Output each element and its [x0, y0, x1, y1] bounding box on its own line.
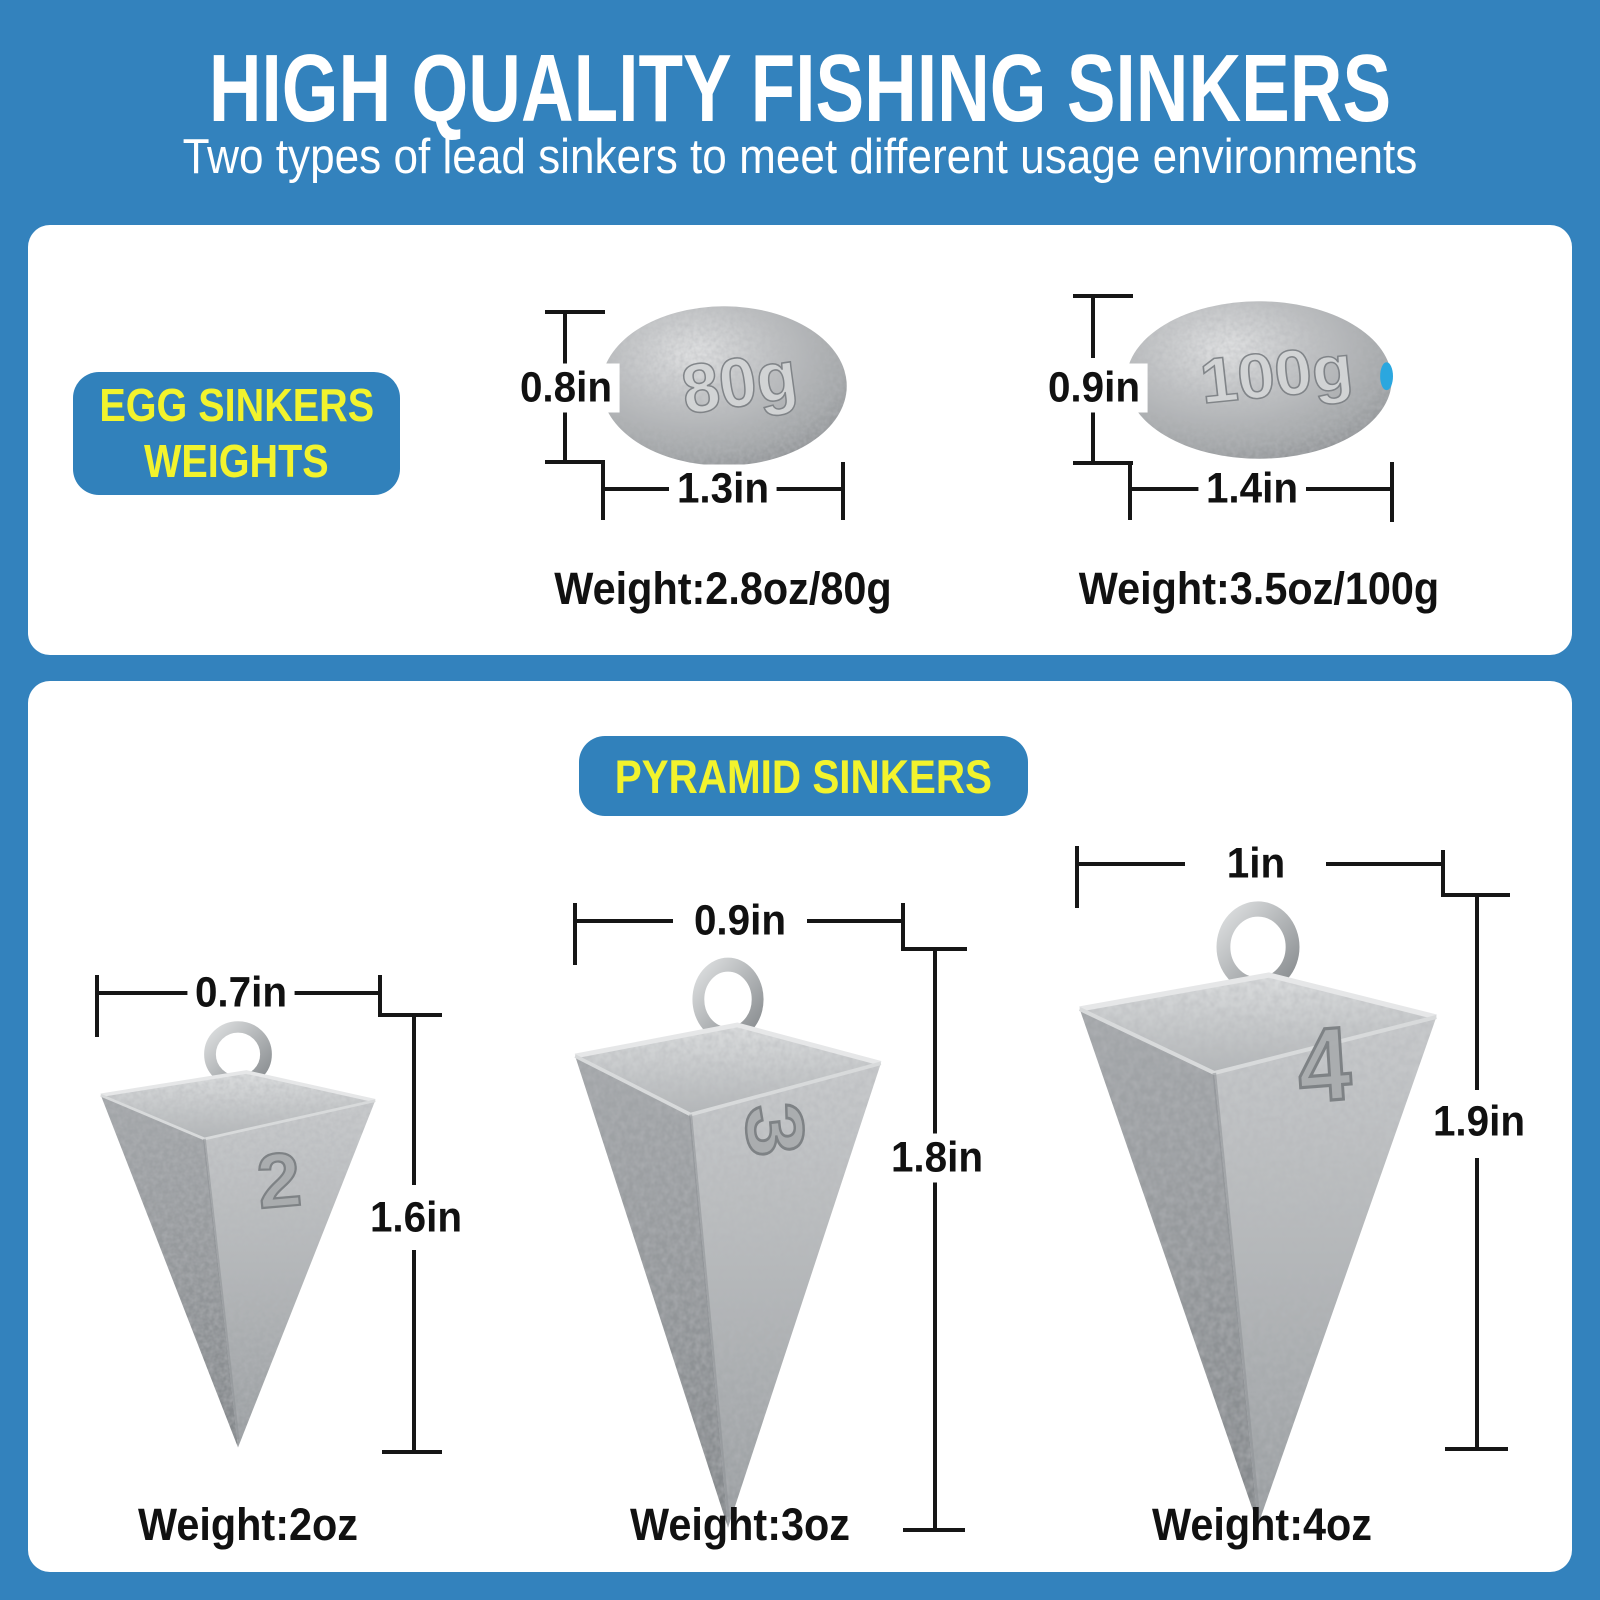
dim-line — [573, 903, 577, 965]
edge-seam — [203, 1138, 240, 1440]
dim-line — [1073, 461, 1133, 465]
pyr1-width-label: 0.7in — [187, 968, 295, 1018]
pyr3-width-label: 1in — [1219, 839, 1293, 889]
dim-line — [378, 1013, 442, 1017]
edge-seam — [689, 1114, 730, 1517]
egg-badge-line2: WEIGHTS — [144, 434, 329, 487]
dim-line — [1475, 893, 1479, 1090]
egg-engraving: 100g — [1196, 331, 1356, 417]
dim-line — [1091, 296, 1095, 358]
pyr2-weight-label: Weight:3oz — [629, 1499, 851, 1550]
egg-engraving: 80g — [677, 336, 802, 429]
dim-line — [382, 1450, 442, 1454]
egg-sinker-80g-photo: 80g — [601, 306, 847, 466]
dim-line — [807, 919, 903, 923]
dim-line — [575, 919, 673, 923]
dim-line — [412, 1250, 416, 1452]
wire-loop-icon — [1216, 901, 1300, 993]
dim-line — [601, 462, 605, 520]
dim-line — [412, 1013, 416, 1185]
egg-body — [601, 306, 847, 466]
pyr1-weight-label: Weight:2oz — [137, 1499, 359, 1550]
egg-sinker-100g-photo: 100g — [1126, 301, 1393, 459]
dim-line — [1441, 850, 1445, 897]
dim-line — [1077, 862, 1185, 866]
dim-line — [95, 975, 99, 1037]
pyr2-height-label: 1.8in — [883, 1133, 991, 1183]
egg1-height-label: 0.8in — [512, 363, 620, 413]
wire-loop-icon — [692, 957, 764, 1042]
page-subtitle: Two types of lead sinkers to meet differ… — [182, 130, 1418, 184]
egg2-height-label: 0.9in — [1040, 363, 1148, 413]
top-rim-highlight — [1079, 972, 1437, 1020]
dim-line — [1073, 294, 1133, 298]
dim-line — [563, 312, 567, 367]
pyr3-weight-label: Weight:4oz — [1151, 1499, 1373, 1550]
dim-line — [545, 310, 605, 314]
dim-line — [1445, 1447, 1508, 1451]
dim-line — [841, 462, 845, 520]
egg-badge-line1: EGG SINKERS — [99, 379, 374, 432]
pyr1-height-label: 1.6in — [362, 1193, 470, 1243]
top-rim-highlight — [100, 1070, 376, 1103]
dim-line — [901, 903, 905, 951]
dim-line — [545, 460, 605, 464]
pyramid-body — [1079, 975, 1437, 1525]
dim-line — [1128, 462, 1132, 520]
dim-line — [1075, 846, 1079, 908]
dim-line — [776, 487, 843, 491]
dim-line — [283, 991, 380, 995]
egg-sinkers-badge: EGG SINKERS WEIGHTS — [73, 372, 400, 495]
egg-body — [1126, 301, 1392, 459]
pyramid-number: 4 — [1294, 1005, 1354, 1125]
edge-seam — [1212, 1072, 1260, 1514]
pyramid-number: 2 — [254, 1137, 305, 1225]
blue-insert-dot — [1380, 362, 1393, 391]
egg2-weight-label: Weight:3.5oz/100g — [1078, 563, 1440, 614]
pyramid-number: 3 — [728, 1098, 823, 1162]
dim-line — [1475, 1158, 1479, 1449]
dim-line — [563, 410, 567, 464]
pyramid-body — [100, 1071, 376, 1448]
pyr3-height-label: 1.9in — [1425, 1097, 1533, 1147]
pyramid-sinker-2oz-photo: 2 — [100, 1021, 376, 1448]
pyramid-sinker-3oz-photo: 3 — [574, 957, 882, 1528]
dim-line — [1306, 487, 1392, 491]
top-rim-front — [1078, 1007, 1437, 1076]
dim-line — [933, 1182, 937, 1530]
dim-line — [97, 991, 199, 995]
dim-line — [378, 975, 382, 1017]
dim-line — [1390, 462, 1394, 522]
egg2-width-label: 1.4in — [1198, 464, 1306, 514]
pyramid-badge-text: PYRAMID SINKERS — [614, 749, 993, 803]
egg1-weight-label: Weight:2.8oz/80g — [554, 563, 892, 614]
dim-line — [603, 487, 669, 491]
top-rim-highlight — [574, 1022, 882, 1066]
top-rim-front — [100, 1093, 376, 1141]
dim-line — [1326, 862, 1443, 866]
pyramid-sinker-4oz-photo: 4 — [1078, 901, 1437, 1525]
pyramid-body — [575, 1024, 881, 1528]
dim-line — [933, 947, 937, 1134]
page-title: HIGH QUALITY FISHING SINKERS — [208, 35, 1392, 142]
dim-line — [1091, 412, 1095, 465]
pyramid-sinkers-badge: PYRAMID SINKERS — [579, 736, 1028, 816]
pyr2-width-label: 0.9in — [686, 896, 794, 946]
egg1-width-label: 1.3in — [669, 464, 777, 514]
dim-line — [1130, 487, 1200, 491]
dim-line — [903, 1528, 965, 1532]
